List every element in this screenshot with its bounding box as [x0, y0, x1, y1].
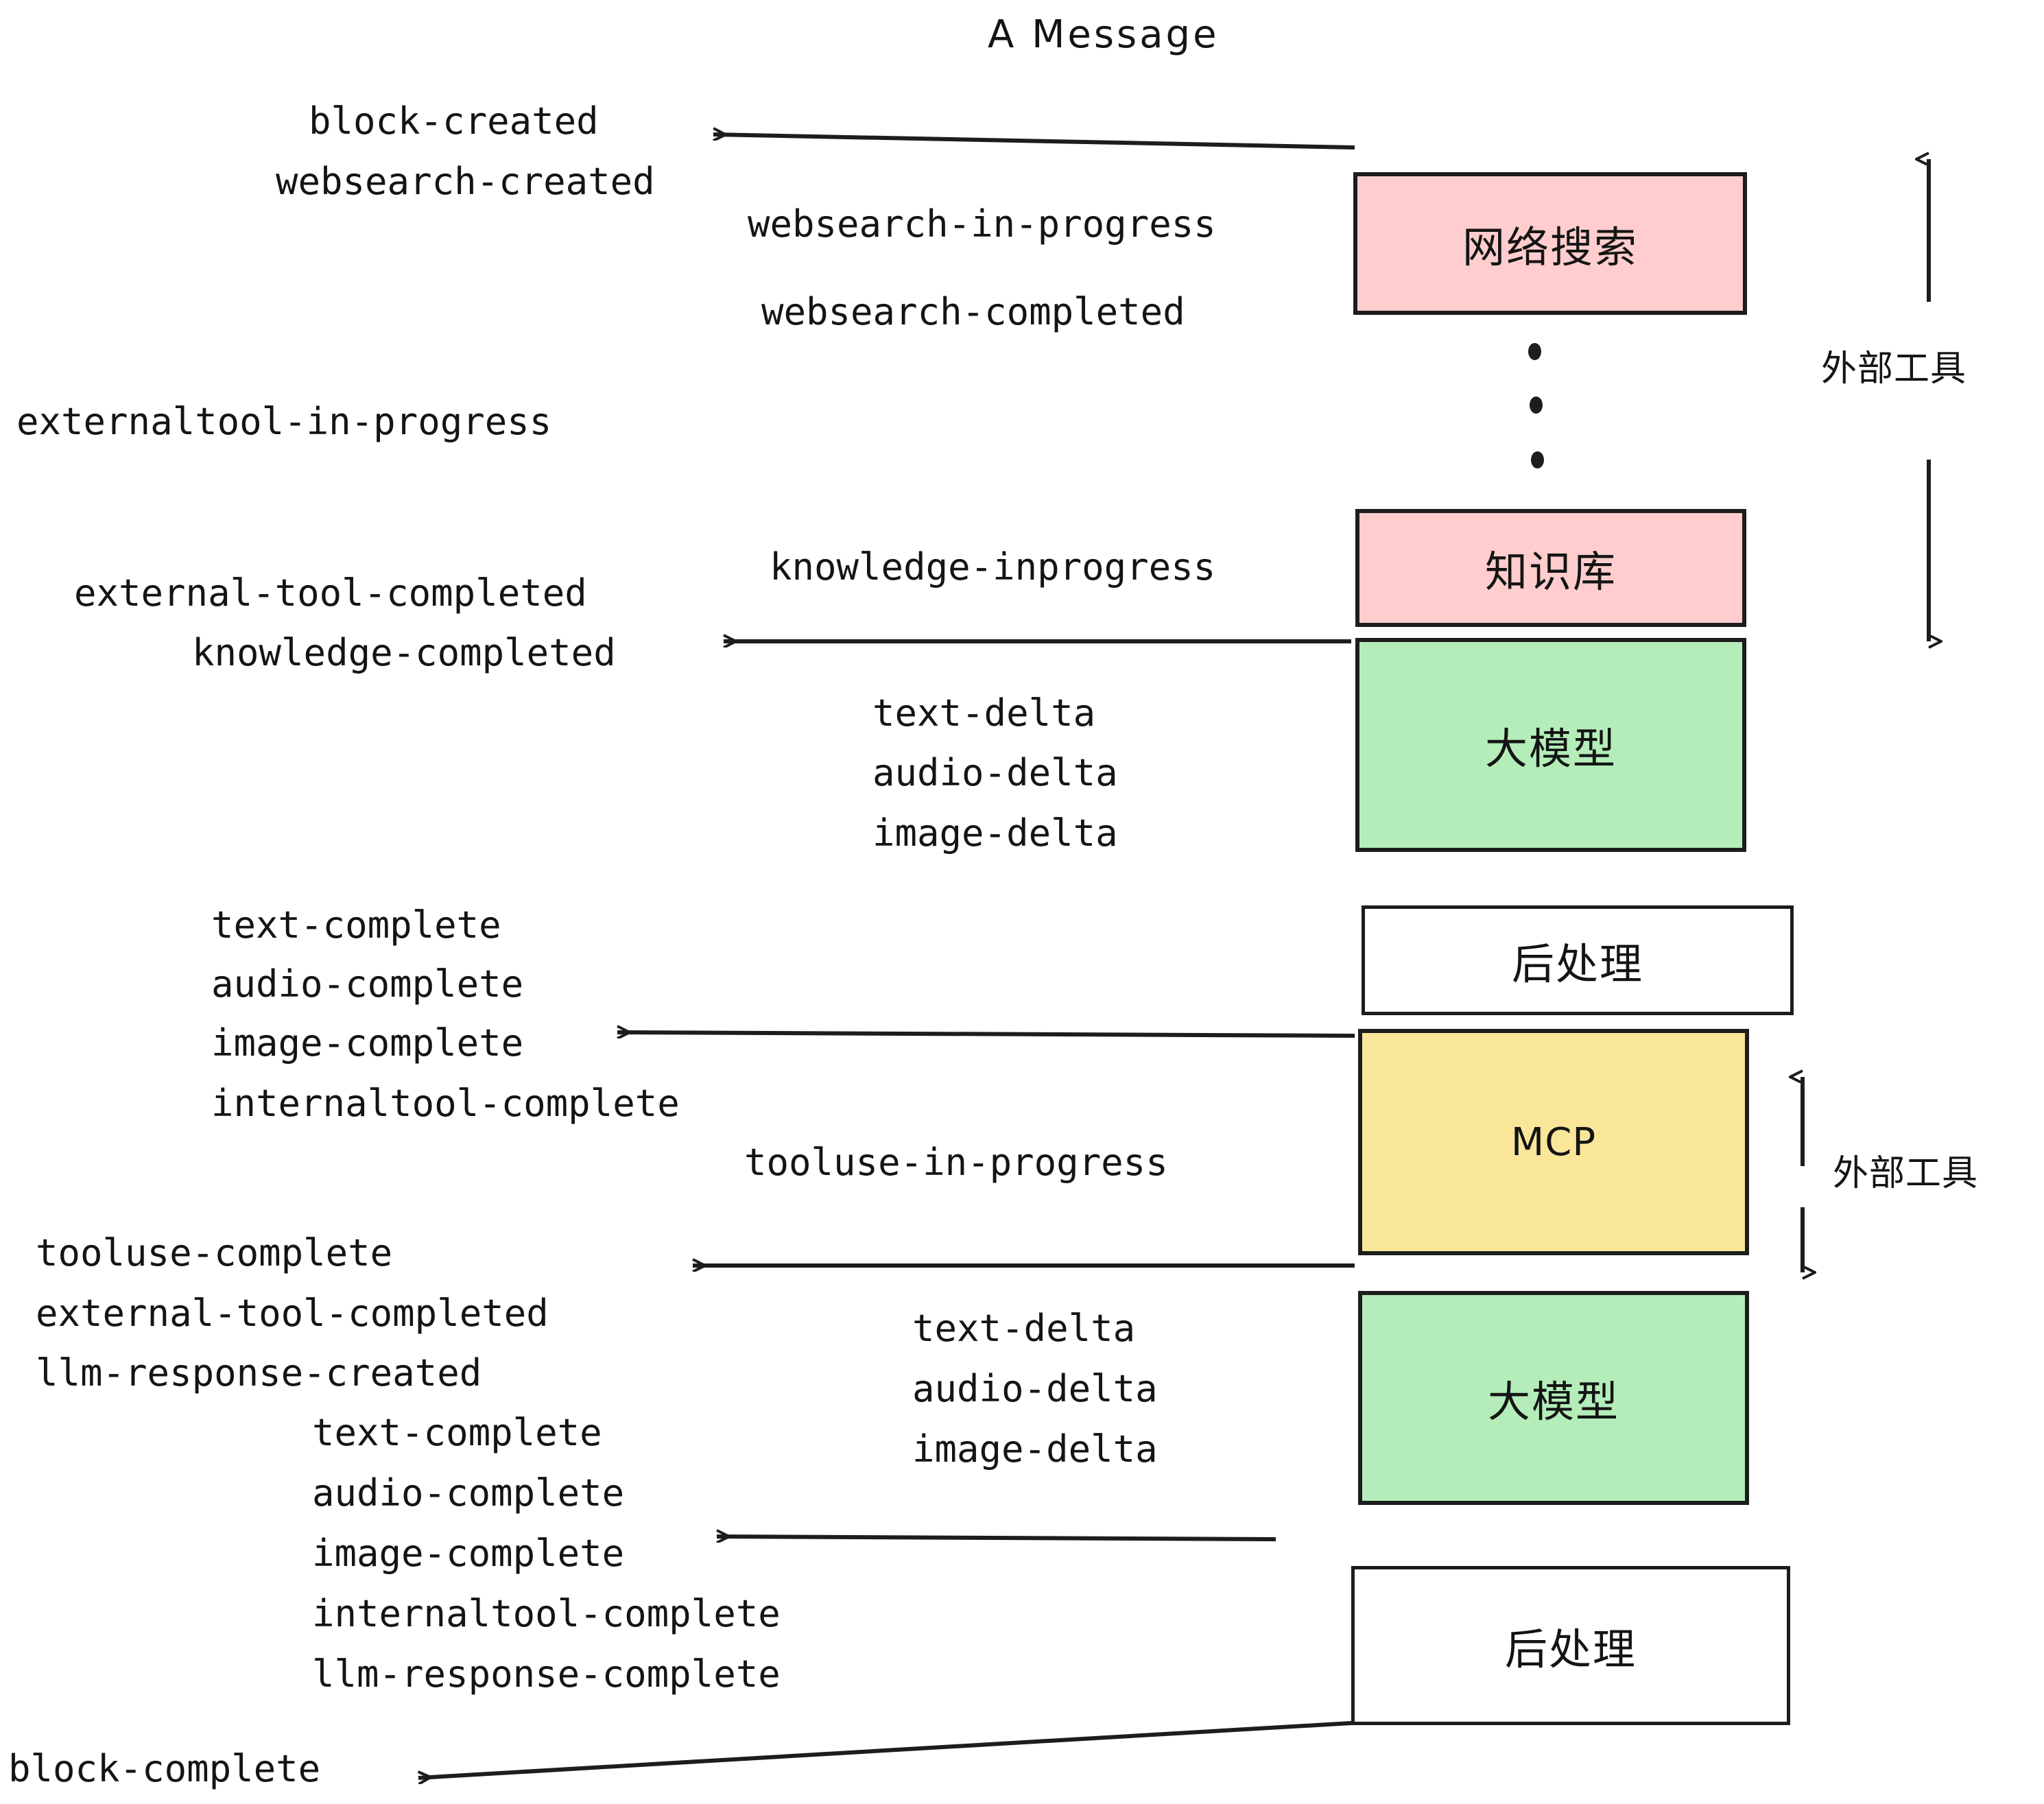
event-internaltool-complete-1: internaltool-complete [211, 1082, 680, 1125]
event-websearch-in-progress: websearch-in-progress [748, 202, 1216, 246]
arrow-block-created [713, 134, 1355, 150]
event-tooluse-in-progress: tooluse-in-progress [744, 1141, 1168, 1184]
event-internaltool-complete-2: internaltool-complete [312, 1592, 781, 1635]
box-websearch-label: 网络搜索 [1462, 222, 1638, 272]
event-knowledge-completed: knowledge-completed [192, 631, 616, 674]
box-websearch[interactable]: 网络搜索 [1353, 172, 1747, 315]
box-knowledge[interactable]: 知识库 [1355, 509, 1746, 627]
annotation-external-tool-bottom: 外部工具 [1833, 1153, 1979, 1194]
event-websearch-completed: websearch-completed [761, 290, 1185, 333]
event-llm-response-created: llm-response-created [36, 1351, 482, 1394]
ellipsis-vertical [1528, 343, 1549, 473]
event-external-tool-completed-1: external-tool-completed [74, 571, 587, 615]
event-image-complete-2: image-complete [312, 1532, 625, 1575]
event-websearch-created: websearch-created [276, 160, 655, 203]
box-postprocess-top-label: 后处理 [1511, 939, 1643, 989]
event-externaltool-in-progress: externaltool-in-progress [16, 400, 552, 443]
event-audio-complete-2: audio-complete [312, 1471, 625, 1515]
box-knowledge-label: 知识库 [1484, 547, 1617, 597]
event-image-complete-1: image-complete [211, 1021, 524, 1065]
event-block-complete: block-complete [8, 1747, 321, 1790]
box-postprocess-bottom-label: 后处理 [1504, 1624, 1637, 1674]
event-external-tool-completed-2: external-tool-completed [36, 1292, 549, 1335]
arrow-block-complete [418, 1721, 1352, 1778]
event-image-delta-1: image-delta [872, 811, 1118, 855]
event-block-created: block-created [309, 99, 599, 143]
box-postprocess-top[interactable]: 后处理 [1362, 905, 1794, 1015]
event-audio-delta-1: audio-delta [872, 751, 1118, 794]
event-knowledge-inprogress: knowledge-inprogress [770, 545, 1216, 589]
annotation-external-tool-top: 外部工具 [1821, 348, 1967, 390]
box-mcp[interactable]: MCP [1358, 1029, 1749, 1255]
event-text-delta-2: text-delta [912, 1307, 1136, 1350]
arrow-image-complete [617, 1032, 1355, 1036]
box-mcp-label: MCP [1510, 1119, 1597, 1165]
event-text-complete-2: text-complete [312, 1411, 602, 1454]
box-postprocess-bottom[interactable]: 后处理 [1351, 1566, 1790, 1725]
event-tooluse-complete: tooluse-complete [36, 1231, 393, 1274]
event-text-complete-1: text-complete [211, 903, 501, 947]
box-llm-top[interactable]: 大模型 [1355, 638, 1746, 852]
box-llm-top-label: 大模型 [1484, 724, 1617, 774]
event-audio-complete-1: audio-complete [211, 962, 524, 1006]
arrow-audio-complete [717, 1536, 1276, 1539]
event-text-delta-1: text-delta [872, 691, 1096, 735]
event-audio-delta-2: audio-delta [912, 1367, 1158, 1410]
event-image-delta-2: image-delta [912, 1427, 1158, 1471]
box-llm-bottom[interactable]: 大模型 [1358, 1291, 1749, 1505]
diagram-title: A Message [988, 12, 1220, 57]
event-llm-response-complete: llm-response-complete [312, 1652, 781, 1696]
box-llm-bottom-label: 大模型 [1487, 1377, 1619, 1427]
